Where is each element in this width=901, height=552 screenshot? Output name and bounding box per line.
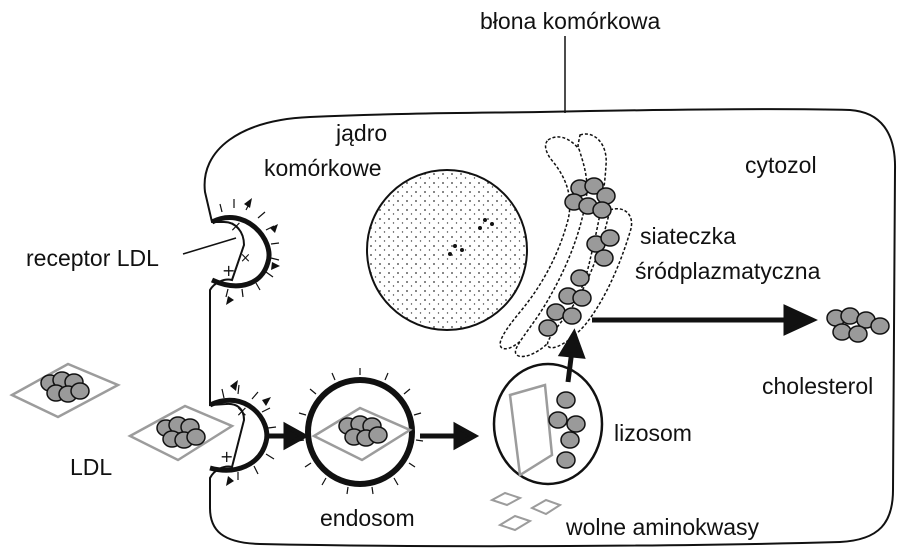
svg-text:×: × [236,404,248,420]
svg-text:×: × [230,219,242,235]
ldl-particle-outside [12,364,118,417]
ldl-particle-entering [130,406,232,460]
endosome-label: endosom [320,505,415,532]
svg-text:+: + [222,261,235,280]
er-label-2: śródplazmatyczna [635,258,820,285]
free-amino-acids [492,493,560,530]
endosome [297,368,423,494]
receptor-pointer-line [183,238,236,254]
svg-text:×: × [240,251,251,266]
lysosome-label: lizosom [614,420,692,447]
er-label-1: siateczka [640,223,736,250]
svg-text:+: + [220,447,233,466]
cytosol-label: cytozol [745,152,817,179]
nucleus-label-1: jądro [336,120,387,147]
cholesterol-label: cholesterol [762,373,873,400]
coated-pit-upper: × + × [212,198,280,305]
membrane-label: błona komórkowa [480,8,660,35]
ldl-label: LDL [70,454,112,481]
cholesterol-molecules [827,308,889,342]
receptor-label: receptor LDL [26,245,159,272]
nucleus-label-2: komórkowe [264,155,382,182]
lysosome [494,364,602,484]
amino-acids-label: wolne aminokwasy [566,514,759,541]
nucleus [367,170,527,330]
